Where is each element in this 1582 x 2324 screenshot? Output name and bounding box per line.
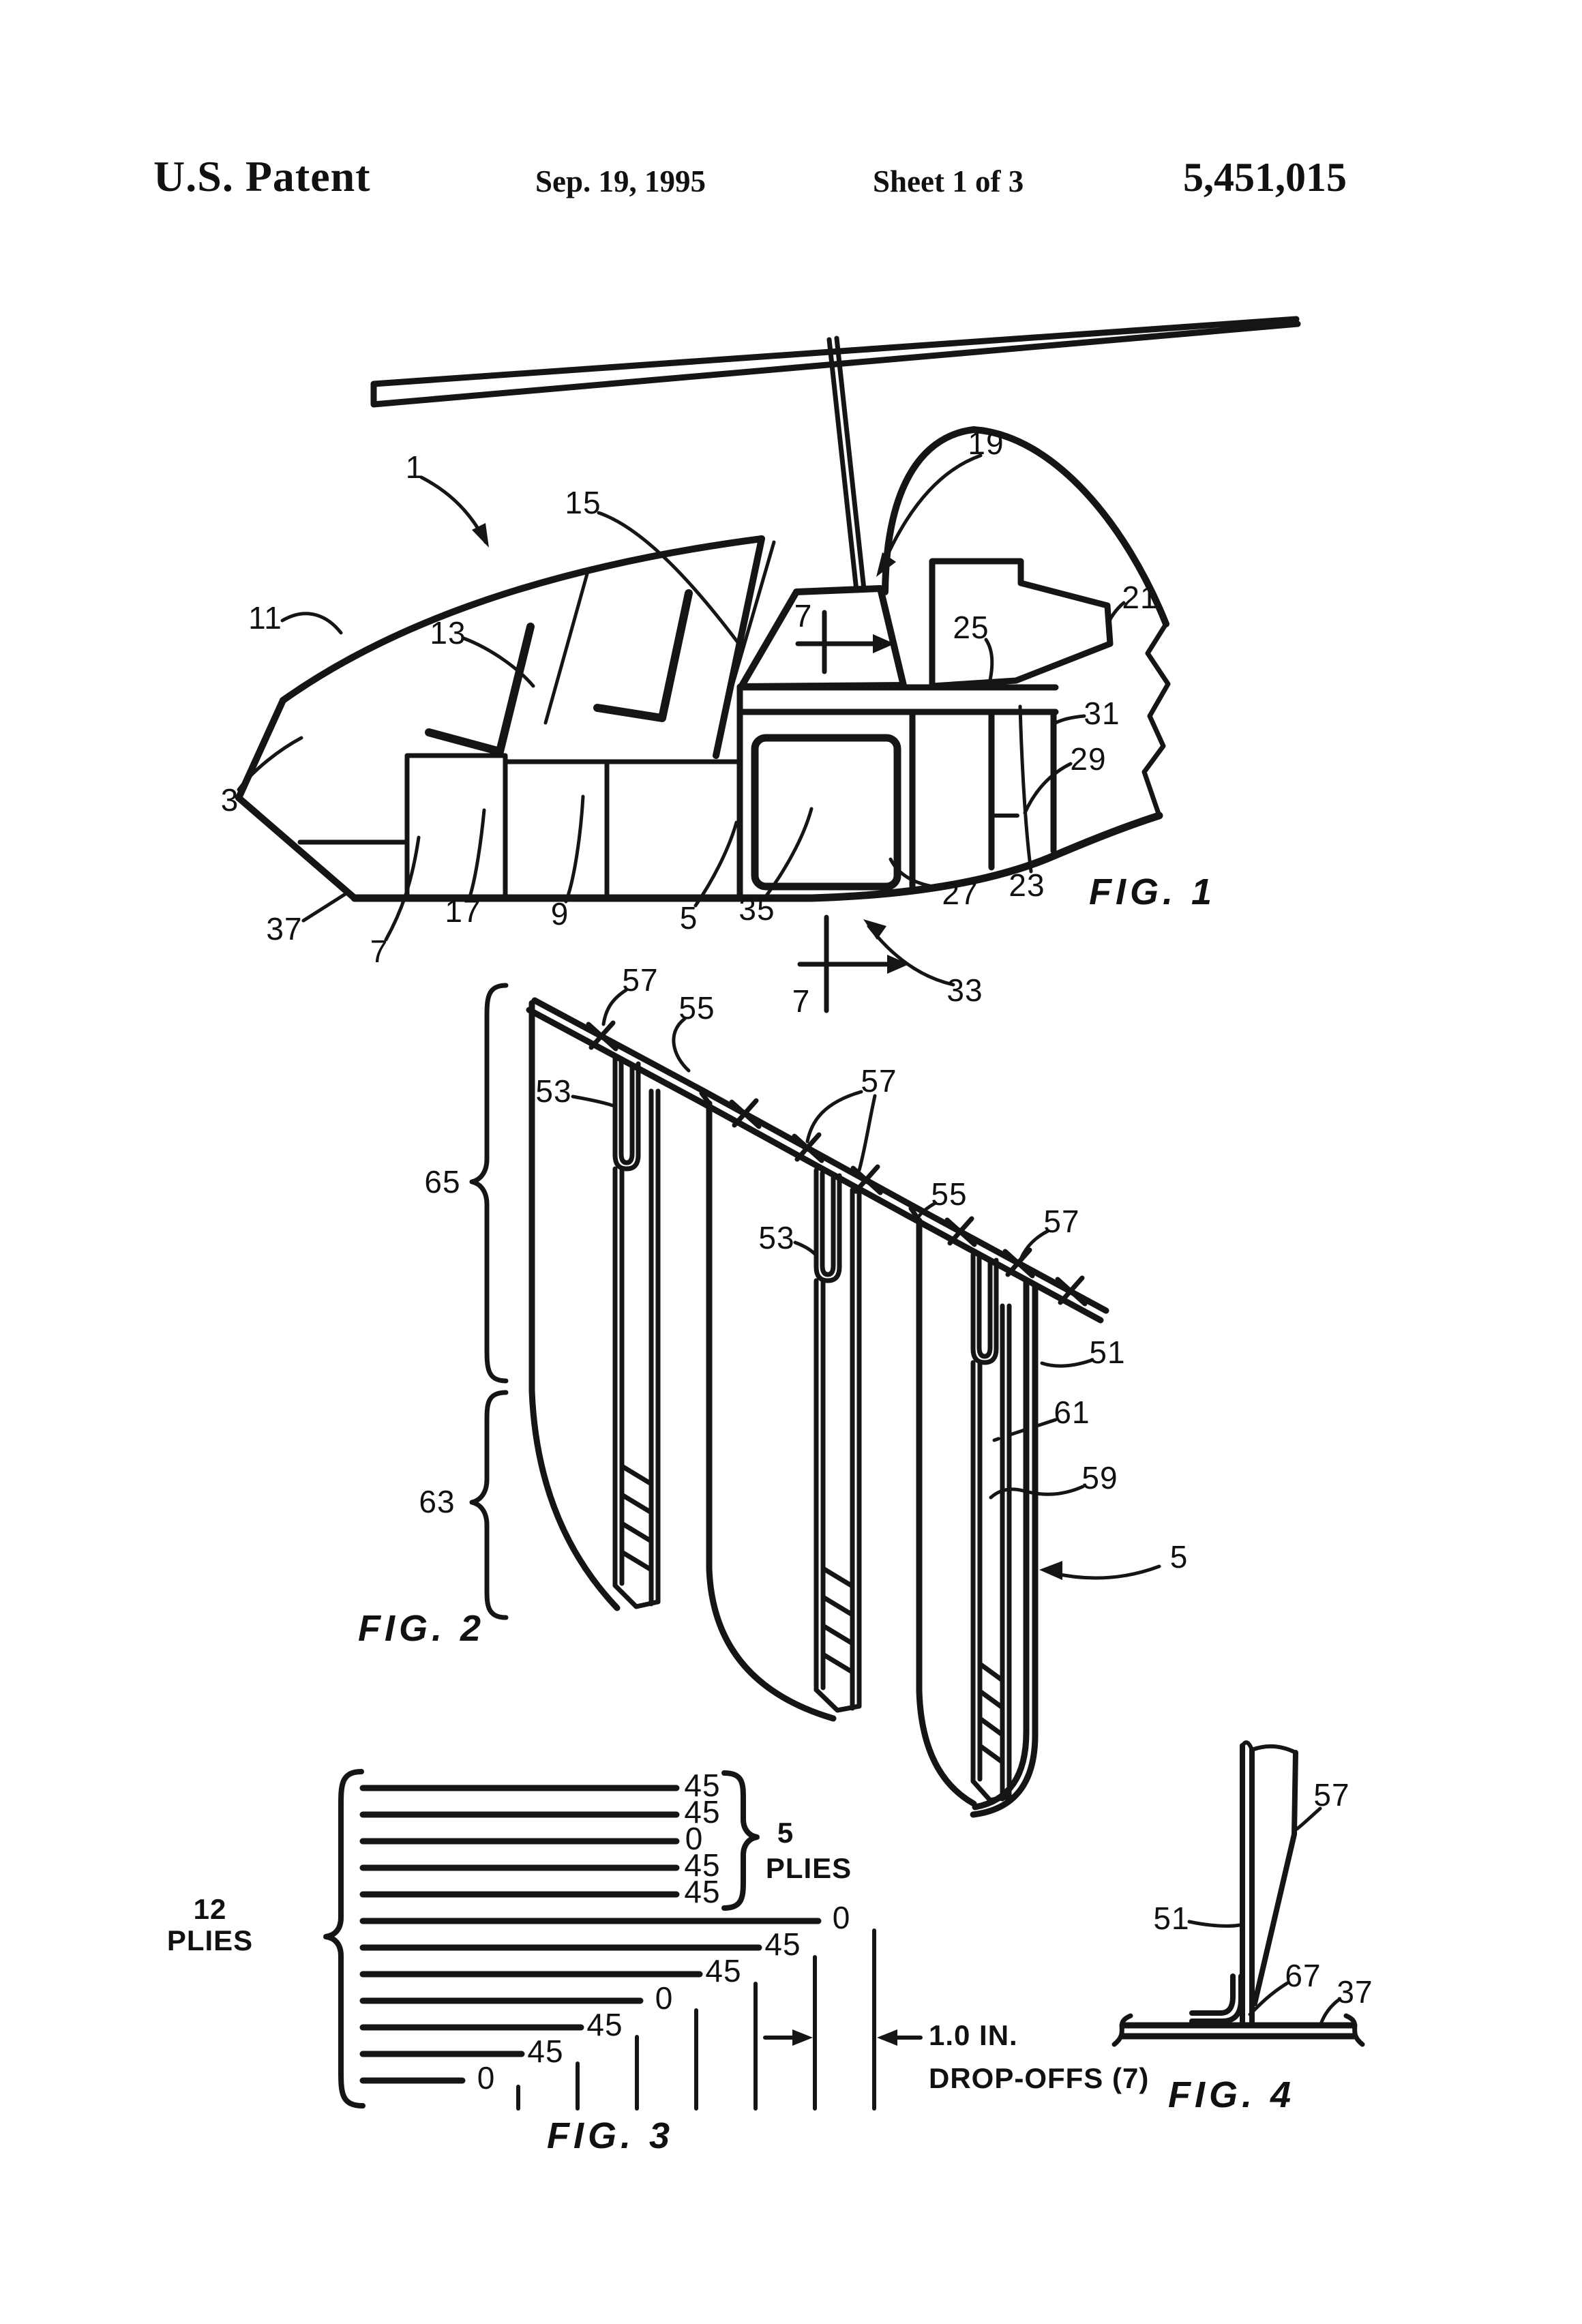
ref-label-fig4: 37 (1337, 1974, 1373, 2010)
ref-label-fig2: 5 (1169, 1539, 1189, 1575)
figure-caption-fig3: FIG. 3 (546, 2115, 674, 2156)
ref-label-fig3: DROP-OFFS (7) (929, 2062, 1150, 2094)
fig2-drawing (469, 983, 1161, 1818)
drop-off-lines (516, 1928, 876, 2111)
ref-label-fig3: 1.0 IN. (929, 2019, 1018, 2051)
ref-label-fig3: 0 (832, 1900, 851, 1935)
ref-label-fig1: 7 (792, 983, 811, 1019)
ref-label-fig4: 57 (1313, 1777, 1350, 1813)
ref-label-fig2: 55 (931, 1176, 968, 1212)
ref-label-fig3: 45 (527, 2034, 564, 2069)
ref-label-fig1: 27 (942, 876, 979, 911)
fig1-drawing (235, 316, 1301, 1013)
figure-caption-fig4: FIG. 4 (1167, 2074, 1296, 2115)
ref-label-fig1: 23 (1009, 867, 1045, 903)
ref-label-fig1: 7 (794, 598, 813, 634)
ref-label-fig2: 63 (419, 1484, 456, 1519)
ref-label-fig3: 45 (586, 2007, 623, 2042)
ref-label-fig1: 9 (550, 896, 569, 932)
ref-label-fig3: 0 (685, 1821, 704, 1856)
ref-label-fig2: 57 (1043, 1204, 1080, 1239)
patent-office-title: U.S. Patent (153, 152, 371, 200)
ref-label-fig3: 45 (764, 1926, 801, 1962)
ref-label-fig1: 21 (1122, 580, 1159, 615)
ref-label-fig2: 53 (758, 1220, 795, 1255)
ref-label-fig4: 51 (1153, 1901, 1190, 1936)
ref-label-fig1: 29 (1070, 741, 1107, 777)
ref-label-fig1: 19 (968, 426, 1004, 461)
fig3-drawing (323, 1769, 923, 2111)
ref-label-fig1: 1 (405, 449, 424, 485)
ref-label-fig1: 5 (679, 900, 698, 936)
clip-x-icons (586, 1020, 1088, 1307)
ref-label-fig1: 31 (1084, 696, 1120, 731)
ply-lines (359, 1785, 822, 2084)
ref-label-fig3: 5 (777, 1817, 794, 1849)
ref-label-fig2: 57 (622, 962, 659, 998)
ref-label-fig3: 45 (684, 1847, 721, 1883)
fig4-drawing (1111, 1740, 1365, 2047)
u-channels (612, 1056, 999, 1365)
ref-label-fig1: 3 (220, 782, 239, 818)
ref-label-fig3: 45 (684, 1794, 721, 1830)
ref-label-fig3: 45 (705, 1953, 742, 1988)
figure-caption-fig1: FIG. 1 (1088, 872, 1217, 912)
ref-label-fig1: 7 (370, 934, 389, 969)
ref-label-fig3: 45 (684, 1768, 721, 1803)
ref-label-fig1: 35 (738, 891, 775, 927)
ref-label-fig3: 45 (684, 1874, 721, 1909)
ref-label-fig3: PLIES (166, 1924, 254, 1956)
figure-caption-fig2: FIG. 2 (357, 1608, 486, 1649)
ref-label-fig3: 0 (655, 1980, 674, 2016)
sheet-number: Sheet 1 of 3 (873, 164, 1024, 198)
ref-label-fig1: 13 (430, 615, 466, 651)
ref-label-fig4: 67 (1285, 1958, 1322, 1993)
ref-label-fig3: 12 (193, 1893, 227, 1925)
ref-label-fig2: 53 (535, 1073, 572, 1109)
ref-label-fig3: 0 (477, 2060, 496, 2096)
ref-label-fig1: 25 (953, 610, 989, 645)
ref-label-fig1: 33 (946, 972, 983, 1008)
ref-label-fig2: 59 (1081, 1460, 1118, 1495)
ref-label-fig2: 55 (678, 990, 715, 1026)
patent-date: Sep. 19, 1995 (535, 164, 706, 198)
ref-label-fig2: 61 (1054, 1395, 1090, 1430)
ref-label-fig2: 65 (424, 1164, 461, 1200)
ref-label-fig1: 17 (445, 893, 481, 929)
ref-label-fig1: 15 (565, 485, 601, 520)
ref-label-fig1: 37 (266, 911, 303, 947)
ref-label-fig2: 57 (861, 1063, 897, 1099)
ref-label-fig2: 51 (1089, 1335, 1126, 1370)
ref-label-fig3: PLIES (765, 1852, 852, 1884)
patent-number: 5,451,015 (1183, 155, 1347, 200)
ref-label-fig1: 11 (248, 600, 282, 636)
